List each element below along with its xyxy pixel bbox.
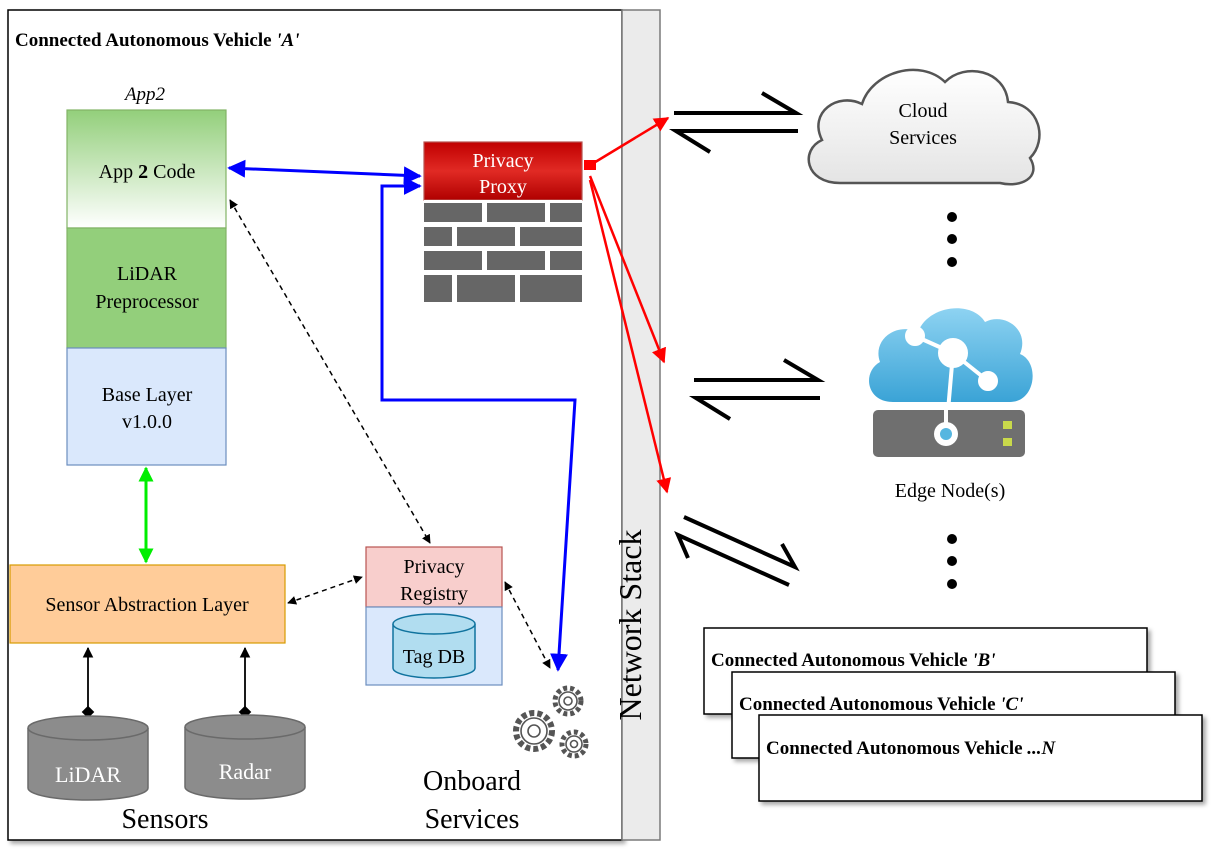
edge-exchange-icon xyxy=(688,358,826,421)
lidar-preprocessor-block[interactable] xyxy=(66,227,227,349)
onboard-label-line1: Onboard xyxy=(423,766,521,797)
privacy-proxy[interactable]: Privacy Proxy xyxy=(423,141,583,201)
edge-node-icon[interactable] xyxy=(869,308,1033,457)
lidar-preprocessor-line1: LiDAR xyxy=(117,263,178,285)
registry-services-arrow xyxy=(504,581,551,669)
vehicle-c-title: Connected Autonomous Vehicle 'C' xyxy=(739,694,1024,715)
vehicle-exchange-icon xyxy=(674,515,800,587)
vehicle-n-box[interactable]: Connected Autonomous Vehicle ...N xyxy=(758,714,1203,802)
app2-label: App2 xyxy=(123,84,166,105)
base-layer-line1: Base Layer xyxy=(102,384,193,406)
cloud-line1: Cloud xyxy=(899,100,948,122)
lidar-label: LiDAR xyxy=(55,762,121,787)
firewall-icon xyxy=(424,200,582,302)
privacy-proxy-line2: Proxy xyxy=(479,176,527,198)
vehicle-n-title: Connected Autonomous Vehicle ...N xyxy=(766,738,1057,759)
ellipsis-lower xyxy=(947,534,957,589)
app2-stack: App2 App 2 Code LiDAR Preprocessor Base … xyxy=(66,84,227,466)
onboard-label-line2: Services xyxy=(425,804,520,835)
cloud-exchange-icon xyxy=(668,91,804,154)
app2-code-label: App 2 Code xyxy=(99,161,196,183)
lidar-preprocessor-line2: Preprocessor xyxy=(95,291,199,313)
gears-icon xyxy=(513,685,589,759)
cloud-line2: Services xyxy=(889,127,957,149)
proxy-outbound-arrows xyxy=(584,116,672,494)
sensor-abstraction-layer[interactable]: Sensor Abstraction Layer xyxy=(9,564,286,644)
tag-db-label: Tag DB xyxy=(403,646,465,668)
network-stack-label: Network Stack xyxy=(612,529,648,720)
lidar-sensor: LiDAR xyxy=(27,715,149,801)
tag-db: Tag DB xyxy=(392,613,476,679)
sensor-abstraction-label: Sensor Abstraction Layer xyxy=(45,594,249,616)
edge-node-label: Edge Node(s) xyxy=(895,480,1006,502)
vehicle-a-title: Connected Autonomous Vehicle 'A' xyxy=(15,30,300,51)
vehicle-b-title: Connected Autonomous Vehicle 'B' xyxy=(711,650,996,671)
app-proxy-arrow xyxy=(227,159,422,185)
privacy-registry-line1: Privacy xyxy=(403,556,464,578)
sal-registry-arrow xyxy=(287,575,363,605)
radar-sensor: Radar xyxy=(184,714,306,800)
app2-code-block[interactable] xyxy=(66,109,227,229)
sensors-label: Sensors xyxy=(121,804,208,835)
base-layer-line2: v1.0.0 xyxy=(122,411,172,433)
cloud-services[interactable]: Cloud Services xyxy=(807,68,1041,186)
app-registry-arrow xyxy=(229,199,431,544)
base-layer-block[interactable] xyxy=(66,347,227,466)
privacy-proxy-line1: Privacy xyxy=(472,150,533,172)
radar-label: Radar xyxy=(219,759,272,784)
privacy-registry-line2: Registry xyxy=(400,583,468,605)
network-stack: Network Stack xyxy=(612,9,661,841)
ellipsis-upper xyxy=(947,212,957,267)
